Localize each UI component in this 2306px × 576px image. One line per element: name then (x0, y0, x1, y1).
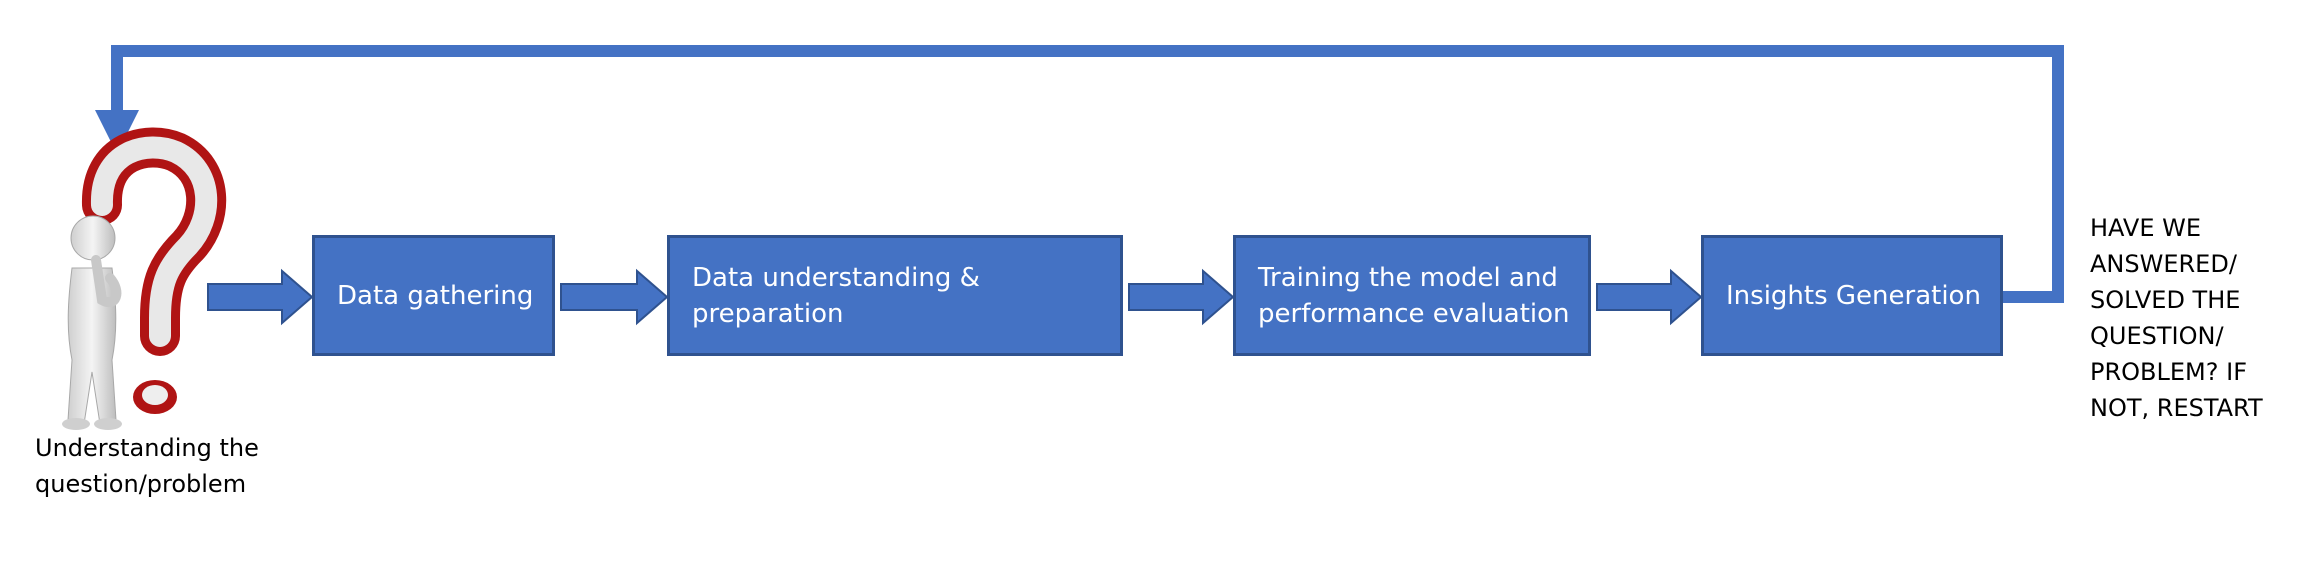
feedback-loop-connector (111, 45, 2064, 303)
step-training-evaluation: Training the model and performance evalu… (1233, 235, 1591, 356)
loop-note: HAVE WE ANSWERED/ SOLVED THE QUESTION/ P… (2090, 214, 2263, 422)
flow-arrow-1 (207, 268, 314, 326)
flow-arrow-2 (560, 268, 669, 326)
flow-arrow-3 (1128, 268, 1235, 326)
step-insights-generation: Insights Generation (1701, 235, 2003, 356)
step-data-gathering-label: Data gathering (337, 280, 534, 311)
start-label: Understanding the question/problem (35, 434, 259, 498)
flow-arrow-4 (1596, 268, 1703, 326)
step-training-label: Training the model and performance evalu… (1258, 262, 1570, 329)
step-data-gathering: Data gathering (312, 235, 555, 356)
thinking-person-question-mark-icon (62, 127, 227, 430)
step-data-understanding-preparation: Data understanding & preparation (667, 235, 1123, 356)
step-data-understanding-label: Data understanding & preparation (692, 262, 980, 329)
step-insights-label: Insights Generation (1726, 280, 1981, 311)
feedback-loop-arrowhead (95, 110, 139, 154)
